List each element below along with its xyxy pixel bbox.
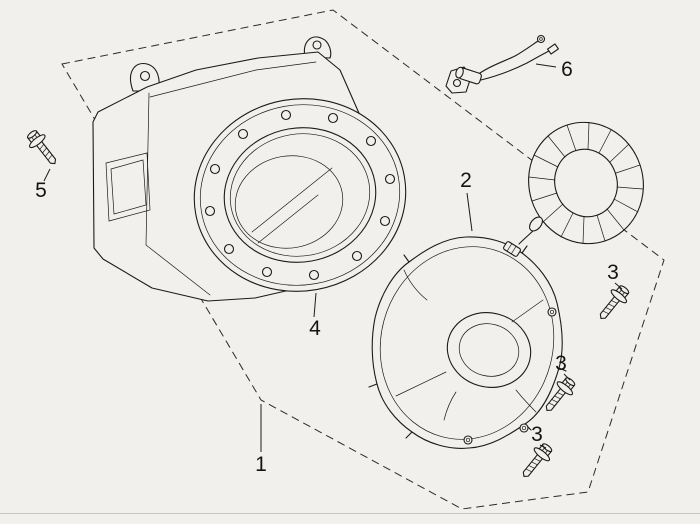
flange-bolt-hole	[280, 109, 292, 121]
callout-leader-line	[466, 192, 473, 232]
starter-grip-hole	[554, 148, 618, 218]
flange-bolt-hole	[237, 128, 249, 140]
flange-bolt-hole	[351, 250, 363, 262]
fan-cover-part	[92, 36, 407, 302]
starter-screw-hole	[547, 307, 557, 317]
flange-bolt-hole	[365, 135, 377, 147]
fan-cover-opening	[223, 127, 377, 263]
opening-depth-line	[234, 155, 344, 249]
wired-switch-part	[445, 34, 559, 94]
part-number-label: 3	[555, 352, 567, 375]
part-number-label: 6	[561, 58, 573, 81]
starter-rim-line	[379, 246, 555, 440]
callout-5: 5	[35, 168, 51, 202]
opening-lip	[229, 133, 371, 257]
wire-connector	[547, 43, 559, 55]
wire	[480, 50, 550, 81]
rope-guide-fitting	[503, 241, 521, 257]
wire	[479, 40, 539, 74]
flange-bolt-hole	[384, 173, 396, 185]
switch-body	[455, 66, 482, 85]
starter-screw-hole-center	[521, 425, 527, 431]
detail-line	[251, 167, 333, 244]
callout-1: 1	[255, 404, 267, 476]
flange-bolt-hole	[204, 205, 216, 217]
ear-hole	[312, 40, 322, 50]
part-number-label: 3	[531, 423, 543, 446]
flange-bolt-hole	[308, 269, 320, 281]
starter-screw-hole-center	[465, 437, 471, 443]
callout-3-lower: 3	[531, 423, 547, 449]
detail-line	[145, 92, 211, 296]
grip-rib-lines	[528, 122, 644, 244]
starter-screw-hole	[463, 435, 473, 445]
callout-4: 4	[309, 292, 321, 340]
stamped-rib-lines	[395, 269, 544, 421]
part-number-label: 5	[35, 179, 47, 202]
starter-screw-hole-center	[549, 309, 555, 315]
starter-hub-hole	[458, 323, 520, 377]
part-number-label: 4	[309, 317, 321, 340]
grip-rope-collar	[529, 216, 543, 232]
starter-screw-hole	[519, 423, 529, 433]
callout-6: 6	[535, 58, 573, 81]
flange-bolt-hole	[261, 266, 273, 278]
part-number-label: 3	[607, 261, 619, 284]
part-number-label: 1	[255, 453, 267, 476]
callout-3-middle: 3	[555, 352, 571, 381]
callout-leader-line	[535, 63, 557, 68]
flange-bolt-hole	[379, 215, 391, 227]
callout-leader-line	[539, 444, 547, 449]
flange-bolt-hole	[327, 112, 339, 124]
starter-grip-part	[528, 121, 644, 245]
callout-leader-line	[563, 373, 571, 381]
starter-hub	[446, 312, 532, 388]
recoil-starter-part	[368, 226, 567, 449]
assembly-boundary-dashed-outline	[61, 9, 665, 510]
part-number-label: 2	[460, 169, 472, 192]
flange-bolt-hole	[209, 163, 221, 175]
ear-hole	[139, 70, 151, 82]
callout-leader-line	[43, 168, 51, 182]
callout-leader-line	[313, 292, 317, 318]
flange-lip	[199, 104, 401, 286]
wire-ring-terminal-hole	[539, 37, 543, 41]
wire-ring-terminal	[536, 34, 546, 44]
detail-line	[149, 61, 317, 98]
callout-2: 2	[460, 169, 473, 232]
side-recess	[105, 152, 151, 222]
side-recess-inner	[110, 159, 147, 215]
flange-bolt-hole	[223, 243, 235, 255]
callout-leader-line	[614, 282, 623, 290]
callout-3-upper: 3	[607, 261, 623, 290]
bracket-hole	[452, 78, 462, 88]
